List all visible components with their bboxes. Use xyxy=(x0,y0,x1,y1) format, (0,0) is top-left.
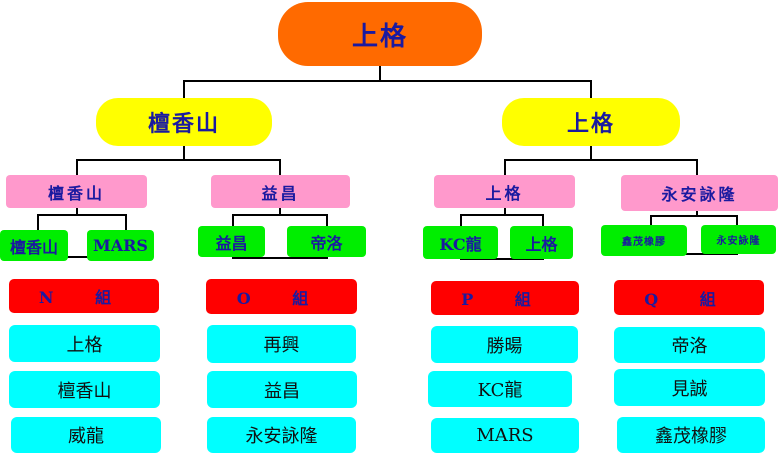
connector-left-down xyxy=(183,146,185,161)
connector-q-a xyxy=(650,215,652,225)
connector-left-bar xyxy=(76,159,281,161)
group-label-n: N 組 xyxy=(9,279,159,313)
member-q-3: 鑫茂橡膠 xyxy=(617,417,765,453)
connector-right-down xyxy=(590,146,592,161)
connector-q-b xyxy=(736,215,738,225)
connector-left-b xyxy=(279,159,281,175)
connector-right-bar xyxy=(504,159,698,161)
subgroup-node-p: 上格 xyxy=(434,175,575,208)
connector-o-bottom xyxy=(232,257,328,259)
member-n-3: 威龍 xyxy=(11,417,161,453)
group-label-o: O 組 xyxy=(206,279,357,314)
branch-node-right: 上格 xyxy=(502,98,680,146)
child-node-o-1: 益昌 xyxy=(198,226,265,257)
connector-n-a xyxy=(37,214,39,230)
member-p-2: KC龍 xyxy=(428,371,572,407)
connector-left-a xyxy=(76,159,78,175)
connector-p-a xyxy=(460,214,462,226)
connector-branch-left-up xyxy=(183,80,185,98)
connector-o-bar xyxy=(232,214,328,216)
group-label-p: P 組 xyxy=(431,281,579,315)
connector-o-a xyxy=(232,214,234,226)
member-o-3: 永安詠隆 xyxy=(207,417,356,453)
connector-q-bottom xyxy=(650,253,738,255)
connector-n-bar xyxy=(37,214,127,216)
connector-o-down xyxy=(279,207,281,216)
subgroup-node-q: 永安詠隆 xyxy=(621,175,778,211)
member-o-1: 再興 xyxy=(207,325,356,363)
member-n-1: 上格 xyxy=(9,325,160,362)
child-node-o-2: 帝洛 xyxy=(287,226,366,257)
branch-node-left: 檀香山 xyxy=(96,98,272,146)
connector-q-down xyxy=(696,211,698,217)
connector-q-bar xyxy=(650,215,738,217)
subgroup-node-n: 檀香山 xyxy=(6,175,147,208)
member-p-1: 勝暘 xyxy=(431,326,578,363)
child-node-n-1: 檀香山 xyxy=(0,230,68,261)
connector-n-bottom xyxy=(37,256,127,258)
connector-p-b xyxy=(542,214,544,226)
connector-n-down xyxy=(76,207,78,216)
member-o-2: 益昌 xyxy=(207,371,357,408)
connector-right-b xyxy=(696,159,698,175)
child-node-q-1: 鑫茂橡膠 xyxy=(601,225,687,256)
connector-level1-bar xyxy=(183,80,592,82)
root-node: 上格 xyxy=(278,2,482,66)
connector-o-b xyxy=(326,214,328,226)
member-q-2: 見誠 xyxy=(614,369,765,406)
member-p-3: MARS xyxy=(431,418,579,453)
child-node-q-2: 永安詠隆 xyxy=(701,225,776,254)
connector-n-b xyxy=(125,214,127,230)
child-node-n-2: MARS xyxy=(87,230,154,261)
connector-root-down xyxy=(379,66,381,82)
connector-p-bar xyxy=(460,214,544,216)
member-n-2: 檀香山 xyxy=(9,371,160,408)
group-label-q: Q 組 xyxy=(614,280,764,315)
connector-right-a xyxy=(504,159,506,175)
connector-p-bottom xyxy=(460,258,544,260)
child-node-p-1: KC龍 xyxy=(423,226,498,259)
connector-p-down xyxy=(504,207,506,216)
member-q-1: 帝洛 xyxy=(614,327,765,363)
child-node-p-2: 上格 xyxy=(510,226,573,259)
connector-branch-right-up xyxy=(590,80,592,98)
subgroup-node-o: 益昌 xyxy=(211,175,350,208)
